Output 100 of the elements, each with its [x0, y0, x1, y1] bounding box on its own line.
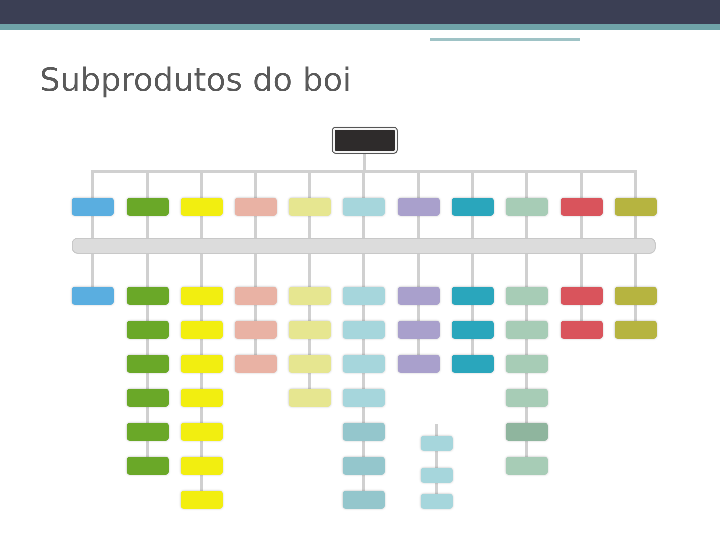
connector-line [418, 305, 420, 321]
connector-line [308, 373, 312, 389]
connector-line [580, 305, 584, 321]
category-box [72, 198, 114, 216]
connector-line [146, 441, 150, 457]
connector-line [146, 305, 150, 321]
connector-line [362, 216, 366, 238]
connector-line [526, 254, 528, 287]
connector-line [472, 254, 474, 287]
connector-line [362, 339, 366, 355]
connector-line [526, 407, 528, 423]
category-box [421, 436, 453, 451]
category-box [398, 287, 440, 305]
connector-line [362, 475, 366, 491]
category-box [615, 198, 657, 216]
connector-line [362, 305, 366, 321]
connector-line [418, 216, 420, 238]
connector-line [308, 216, 312, 238]
category-box [181, 457, 223, 475]
category-box [181, 198, 223, 216]
slide-title: Subprodutos do boi [40, 60, 352, 101]
category-box [506, 457, 548, 475]
category-box [127, 389, 169, 407]
category-box [127, 457, 169, 475]
category-box [343, 389, 385, 407]
category-box [289, 321, 331, 339]
connector-line [526, 373, 528, 389]
category-box [506, 287, 548, 305]
category-box [452, 355, 494, 373]
category-box [398, 198, 440, 216]
category-box [615, 321, 657, 339]
category-box [506, 389, 548, 407]
category-box [452, 321, 494, 339]
connector-line [200, 373, 204, 389]
category-box [289, 198, 331, 216]
category-box [235, 321, 277, 339]
connector-line [92, 254, 94, 287]
connector-line [362, 254, 366, 287]
category-box [343, 355, 385, 373]
category-box [235, 287, 277, 305]
connector-line [254, 339, 258, 355]
connector-line [146, 407, 150, 423]
connector-line [146, 373, 150, 389]
connector-line [634, 216, 638, 238]
category-box [72, 287, 114, 305]
connector-line [308, 339, 312, 355]
category-box [181, 423, 223, 441]
connector-line [436, 451, 438, 468]
category-box [235, 198, 277, 216]
category-box [127, 287, 169, 305]
connector-line [92, 216, 94, 238]
connector-line [254, 254, 258, 287]
category-box [398, 321, 440, 339]
category-box [343, 457, 385, 475]
connector-line [362, 407, 366, 423]
connector-line [472, 305, 474, 321]
connector-line [526, 305, 528, 321]
connector-line [362, 441, 366, 457]
category-box [181, 321, 223, 339]
connector-line [200, 305, 204, 321]
category-box [561, 198, 603, 216]
connector-line [146, 339, 150, 355]
category-box [343, 287, 385, 305]
category-box [506, 198, 548, 216]
category-box [235, 355, 277, 373]
connector-line [580, 216, 584, 238]
category-box [289, 389, 331, 407]
connector-line [526, 441, 528, 457]
category-box [452, 287, 494, 305]
connector-line [436, 483, 438, 494]
connector-line [200, 407, 204, 423]
category-box [561, 321, 603, 339]
category-box [343, 321, 385, 339]
root-box [333, 128, 397, 153]
category-box [127, 355, 169, 373]
connector-line [146, 216, 150, 238]
category-box [343, 423, 385, 441]
category-box [421, 494, 453, 509]
category-box [181, 389, 223, 407]
divider-band [72, 238, 656, 254]
connector-line [362, 373, 366, 389]
connector-line [472, 339, 474, 355]
category-box [506, 423, 548, 441]
category-box [421, 468, 453, 483]
connector-line [200, 254, 204, 287]
connector-line [472, 216, 474, 238]
category-box [343, 198, 385, 216]
category-box [127, 423, 169, 441]
category-box [452, 198, 494, 216]
category-box [506, 321, 548, 339]
connector-line [526, 339, 528, 355]
category-box [398, 355, 440, 373]
connector-line [436, 424, 438, 436]
category-box [127, 198, 169, 216]
category-box [181, 491, 223, 509]
connector-line [580, 254, 584, 287]
connector-line [200, 216, 204, 238]
connector-line [308, 254, 312, 287]
connector-line [634, 305, 638, 321]
category-box [181, 355, 223, 373]
